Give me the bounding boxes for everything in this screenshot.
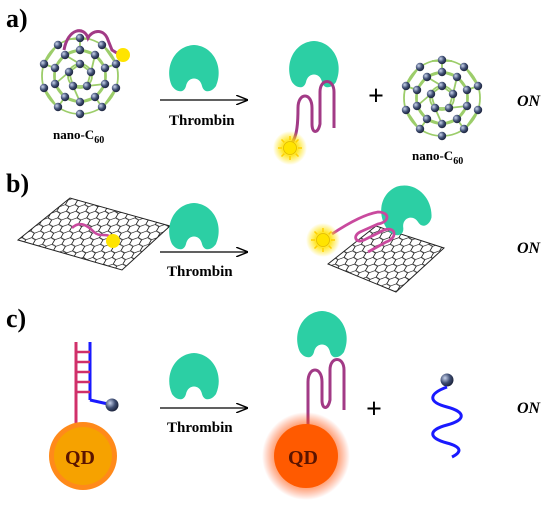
fullerene-icon (38, 32, 122, 120)
plus-sign: + (366, 394, 382, 425)
quencher-icon (105, 398, 119, 412)
qd-label: QD (65, 447, 95, 469)
folded-aptamer (306, 358, 346, 432)
aptamer-strand (71, 222, 113, 240)
arrow-label: Thrombin (169, 113, 235, 129)
plus-sign: + (368, 81, 384, 112)
state-on-label: ON (517, 240, 542, 257)
graphene-sheet-icon (16, 197, 172, 271)
fluorescent-dye-icon (272, 130, 308, 166)
thrombin-protein-icon (169, 203, 219, 250)
panel-b: b) Thrombin ON (6, 169, 542, 293)
state-on-label: ON (517, 93, 542, 110)
thrombin-protein-icon (169, 353, 219, 400)
folded-aptamer (286, 80, 336, 150)
qd-label: QD (288, 447, 318, 469)
panel-a: a) nano-C60 Thrombin + nano-C60 ON (6, 4, 542, 167)
panel-label-b: b) (6, 169, 29, 198)
nano-c60-label: nano-C60 (412, 148, 463, 167)
thrombin-protein-icon (289, 41, 339, 88)
panel-c: c) QD Thrombin QD + (6, 304, 542, 500)
fluorescent-dye-icon (116, 48, 130, 62)
quantum-dot-icon: QD (49, 422, 117, 490)
arrow-label: Thrombin (167, 264, 233, 280)
fullerene-icon (400, 54, 484, 142)
thrombin-protein-icon (297, 311, 347, 358)
complement-strand (431, 385, 463, 459)
thrombin-protein-icon (169, 45, 219, 92)
fluorescent-dye-icon (305, 222, 341, 258)
nano-c60-label: nano-C60 (53, 127, 104, 146)
arrow-label: Thrombin (167, 420, 233, 436)
graphene-sheet-icon (327, 225, 445, 293)
fluorescent-dye-icon (106, 234, 120, 248)
panel-label-a: a) (6, 4, 28, 33)
quencher-icon (440, 373, 454, 387)
quantum-dot-icon: QD (262, 412, 350, 500)
duplex-probe (74, 342, 109, 430)
panel-label-c: c) (6, 304, 26, 333)
folded-aptamer (331, 210, 396, 254)
aptamer-strand (62, 29, 121, 57)
state-on-label: ON (517, 400, 542, 417)
